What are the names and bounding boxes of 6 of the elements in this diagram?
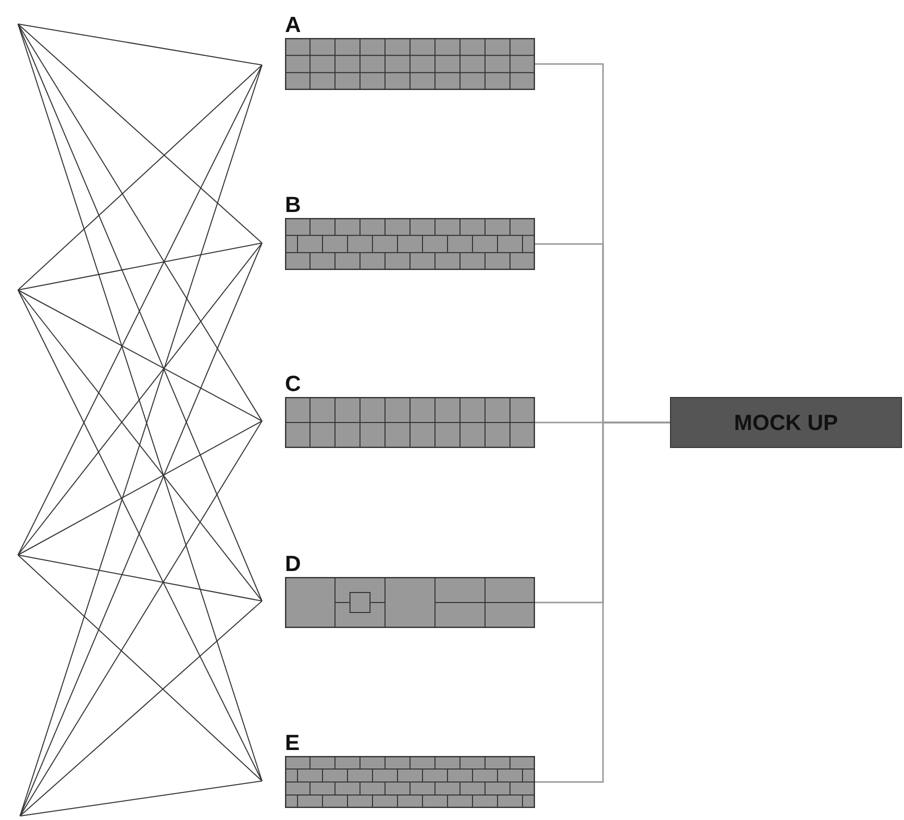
panel-letter: C <box>285 373 301 395</box>
mock-up-box: MOCK UP <box>670 397 902 448</box>
panel-letter: B <box>285 194 301 216</box>
panel-letter: A <box>285 14 301 36</box>
panel-letter: E <box>285 732 300 754</box>
panel-letter: D <box>285 553 301 575</box>
